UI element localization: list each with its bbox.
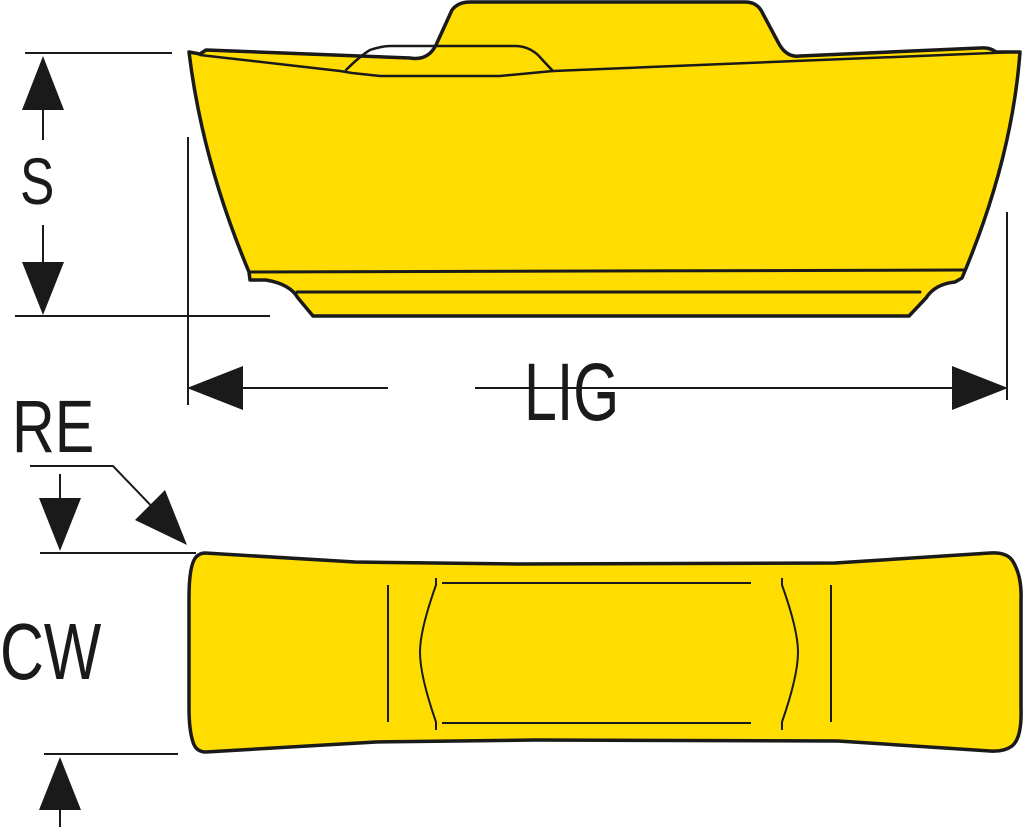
- dimension-lig: [187, 137, 1008, 410]
- side-view-ledge-upper: [248, 268, 966, 274]
- arrow-up-icon: [22, 56, 64, 110]
- dimension-re: [30, 465, 187, 545]
- side-view-body: [187, 0, 1022, 318]
- dimension-label-s: S: [20, 144, 55, 218]
- top-view-body: [187, 551, 1023, 754]
- top-view: [187, 551, 1023, 754]
- re-arrow-diagonal-icon: [135, 490, 187, 545]
- arrow-left-icon: [187, 366, 243, 410]
- dimension-label-cw: CW: [0, 607, 102, 696]
- arrow-right-icon: [952, 366, 1008, 410]
- dimension-label-re: RE: [12, 385, 95, 468]
- side-view-rake-line: [198, 50, 1018, 78]
- top-view-left-waist: [419, 578, 437, 730]
- cw-arrow-down-icon: [39, 498, 81, 551]
- cw-arrow-up-icon: [39, 757, 81, 810]
- side-view-chipbreaker: [344, 44, 555, 73]
- arrow-down-icon: [22, 262, 64, 315]
- top-view-right-waist: [781, 578, 799, 730]
- dimension-label-lig: LIG: [524, 347, 620, 438]
- re-leader-line: [30, 465, 161, 516]
- dimension-cw: [39, 474, 196, 827]
- dimension-s: [15, 52, 270, 317]
- side-view: [187, 0, 1022, 318]
